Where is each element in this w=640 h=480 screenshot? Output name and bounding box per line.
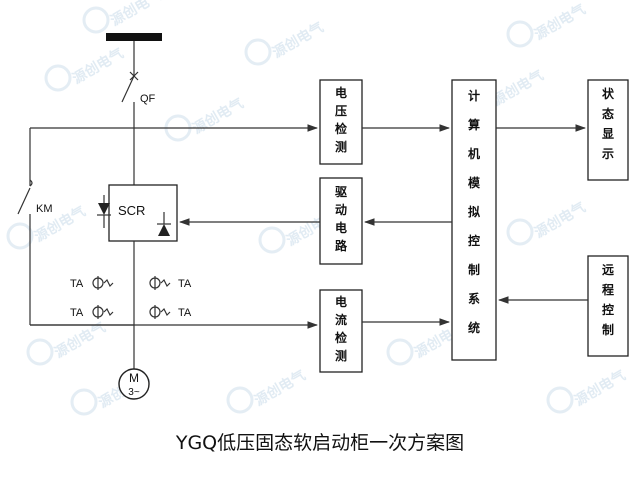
status-display-label: 状态显示 [601,86,615,161]
svg-text:源创电气: 源创电气 [532,1,589,44]
svg-text:源创电气: 源创电气 [572,367,629,410]
watermark: 源创电气 [226,367,309,414]
ta-icon [149,305,171,319]
motor-label: M [129,371,139,385]
ta-label: TA [70,278,84,290]
ta-label: TA [178,307,192,319]
svg-text:源创电气: 源创电气 [70,45,127,88]
block-remote-control: 远程控制 [587,255,629,357]
ta-label: TA [178,278,192,290]
ta-icon [92,305,114,319]
motor-icon: M 3~ [118,368,150,400]
diagram-title: YGQ低压固态软启动柜一次方案图 [175,432,465,454]
power-circuit: QF KM SCR [17,33,192,400]
remote-control-label: 远程控制 [602,263,614,337]
watermark: 源创电气 [546,367,629,414]
km-label: KM [36,203,53,215]
svg-text:源创电气: 源创电气 [252,367,309,410]
scr-label: SCR [118,203,145,218]
qf-label: QF [140,93,156,105]
block-status-display: 状态显示 [587,79,629,181]
signal-arrows [30,124,588,329]
svg-text:源创电气: 源创电气 [490,67,547,110]
watermark: 源创电气 [164,95,247,142]
scr-module: SCR [97,184,178,242]
block-controller: 计算机模拟控制系统 [451,79,497,361]
svg-text:源创电气: 源创电气 [108,0,165,29]
svg-text:源创电气: 源创电气 [190,95,247,138]
contactor-km: KM [17,179,53,325]
drive-circuit-label: 驱动电路 [335,185,348,253]
motor-phase-label: 3~ [128,387,140,398]
ta-label: TA [70,307,84,319]
voltage-detect-label: 电压检测 [335,85,347,154]
watermark: 源创电气 [506,1,589,48]
svg-text:源创电气: 源创电气 [270,19,327,62]
svg-text:源创电气: 源创电气 [532,199,589,242]
thyristor-icon [98,203,110,215]
current-detect-label: 电流检测 [335,294,347,363]
current-transformers: TA TA TA TA [70,276,192,319]
controller-label: 计算机模拟控制系统 [468,88,481,335]
busbar [106,33,162,41]
ta-icon [149,276,171,290]
breaker-qf: QF [121,71,156,185]
thyristor-icon [158,224,170,236]
ta-icon [92,276,114,290]
block-drive-circuit: 驱动电路 [319,177,363,265]
watermark: 源创电气 [244,19,327,66]
block-voltage-detect: 电压检测 [319,79,363,165]
watermark: 源创电气 [44,45,127,92]
watermark: 源创电气 [506,199,589,246]
watermark: 源创电气 [82,0,165,34]
block-current-detect: 电流检测 [319,289,363,373]
